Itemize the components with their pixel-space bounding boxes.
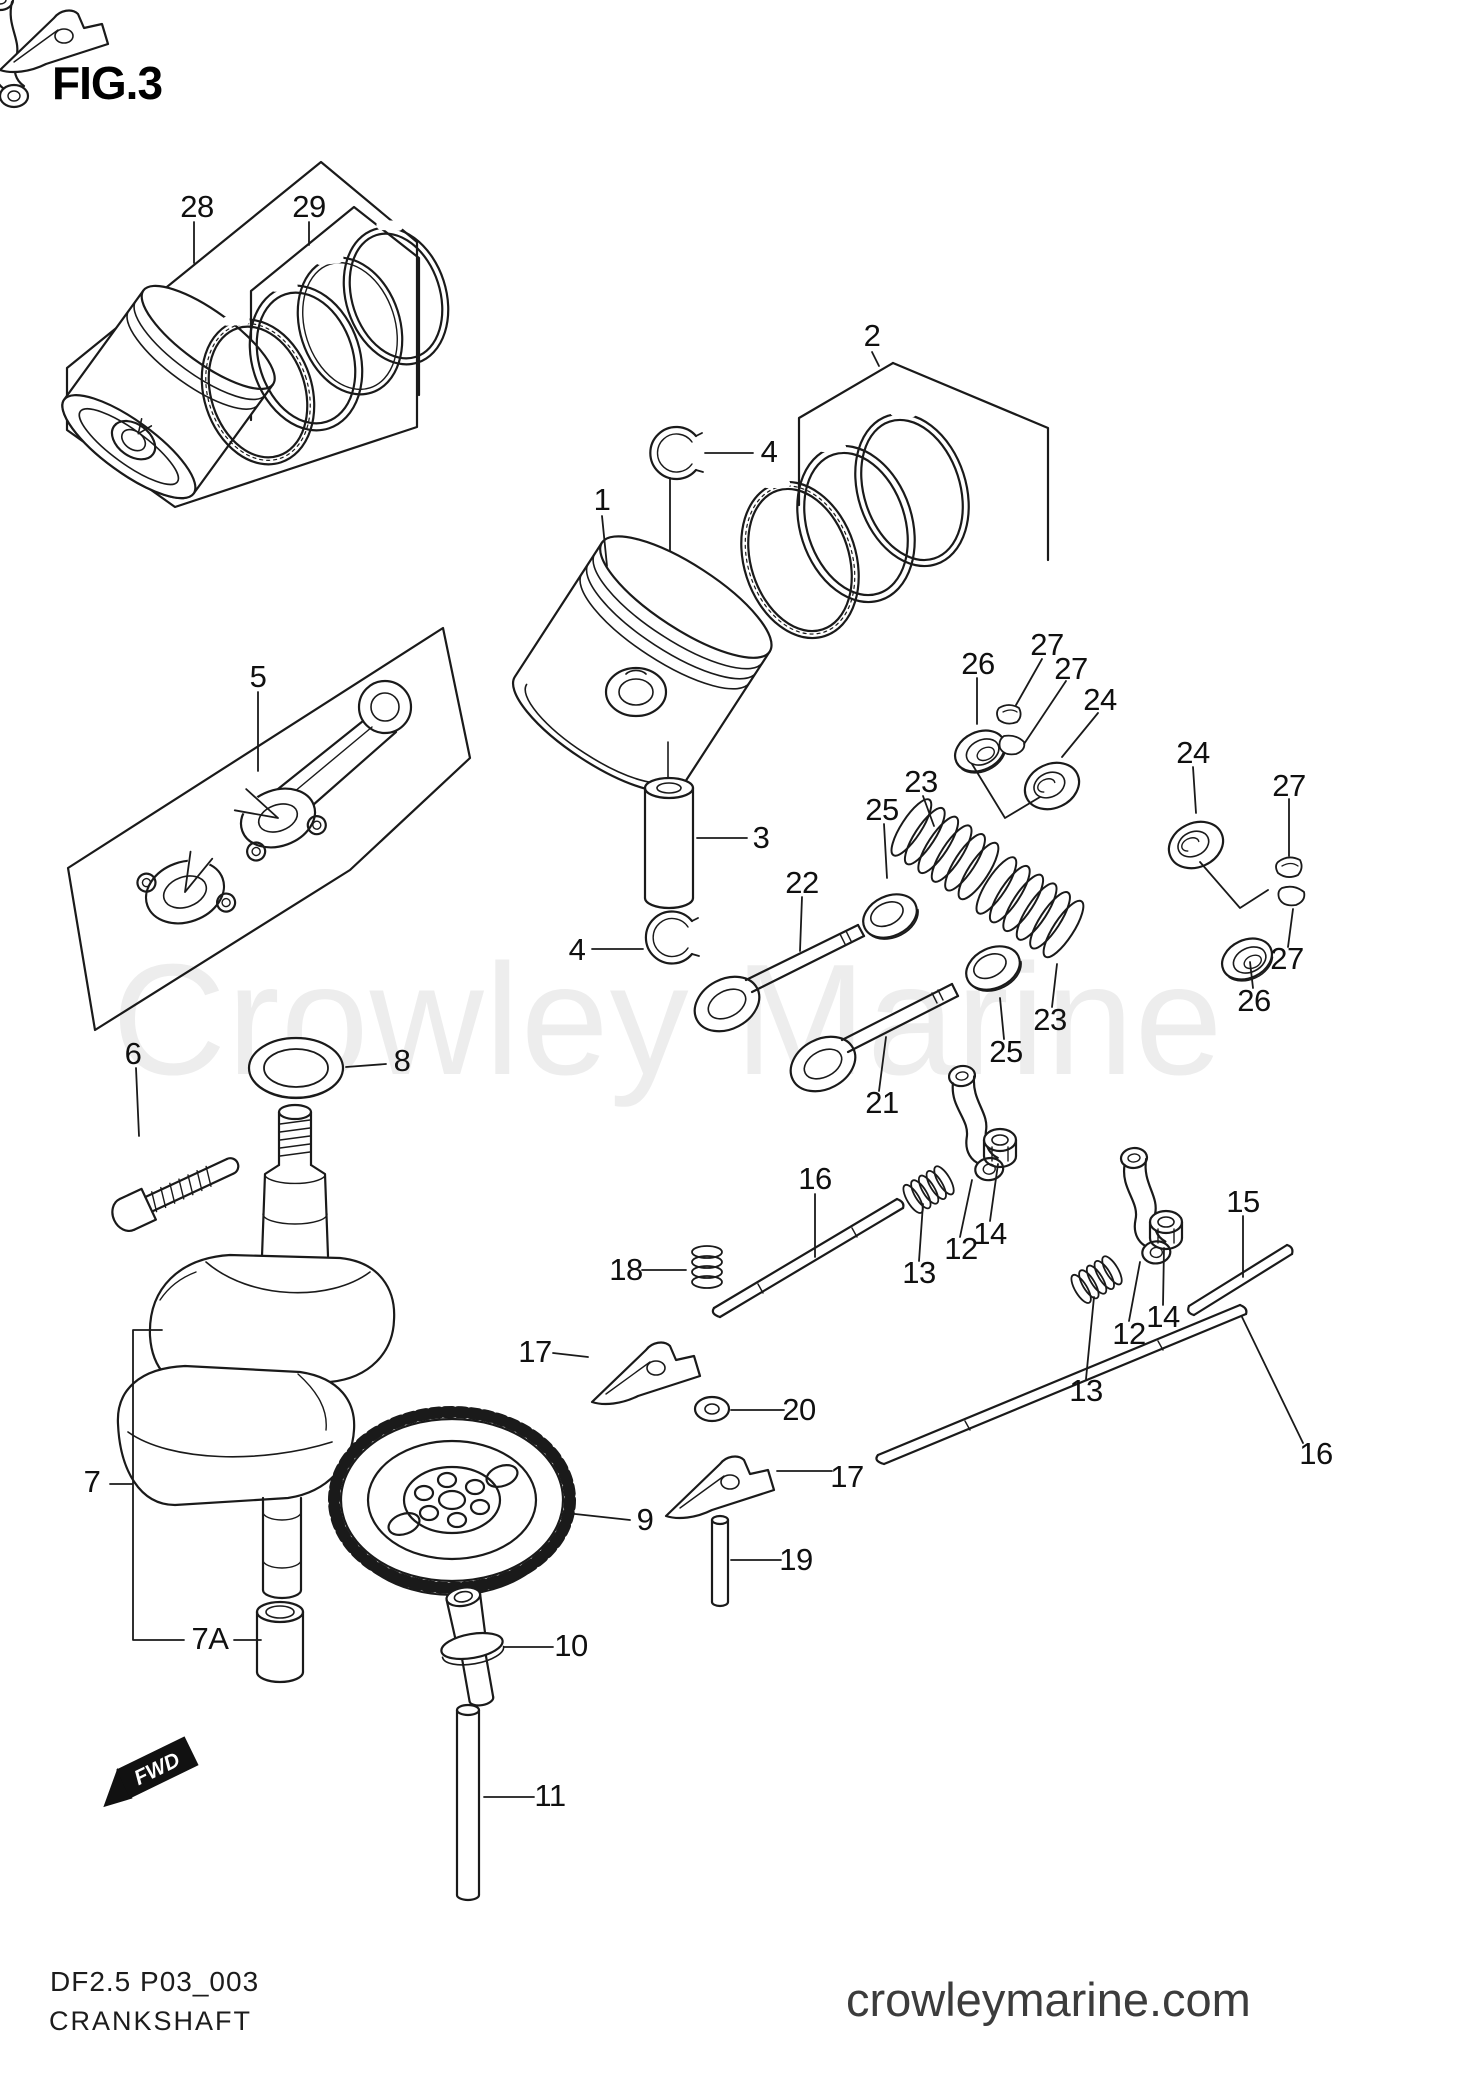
thrust-washer (247, 1036, 345, 1100)
lock-nut-b (1148, 1209, 1184, 1251)
crankshaft (116, 1103, 396, 1600)
spring-seat-a (862, 893, 919, 940)
part-callout-27-17[interactable]: 27 (1270, 941, 1304, 976)
rocker-arm-a (946, 1061, 1006, 1185)
part-callout-4-7[interactable]: 4 (568, 932, 586, 967)
site-logo: crowleymarine.com (846, 1973, 1251, 2026)
part-callout-25-9[interactable]: 25 (865, 792, 899, 827)
connecting-rod (233, 679, 413, 862)
rocker-support-b (664, 1455, 776, 1520)
fwd-arrow: FWD (103, 1736, 199, 1808)
part-callout-22-8[interactable]: 22 (785, 865, 819, 900)
piston-kit-piston (61, 284, 276, 500)
rod-bolt (111, 1157, 240, 1233)
spring-retainer-26a (954, 729, 1007, 774)
part-callout-8-23[interactable]: 8 (393, 1043, 411, 1078)
part-callout-17-36[interactable]: 17 (830, 1459, 864, 1494)
rocker-shaft (1187, 1243, 1294, 1317)
part-callout-16-33[interactable]: 16 (1299, 1436, 1333, 1471)
leader-lines (109, 221, 1304, 1798)
adjust-screw-b (1070, 1255, 1123, 1304)
intake-valve (693, 923, 866, 1033)
piston-ring-29a (296, 253, 404, 396)
valve-spring-b (975, 856, 1085, 959)
part-callout-20-35[interactable]: 20 (782, 1392, 816, 1427)
part-callout-27-12[interactable]: 27 (1030, 627, 1064, 662)
part-callout-4-3[interactable]: 4 (760, 434, 778, 469)
part-callout-19-37[interactable]: 19 (779, 1542, 813, 1577)
part-callout-27-16[interactable]: 27 (1272, 768, 1306, 803)
part-callout-26-11[interactable]: 26 (961, 646, 995, 681)
spring-seat-b (965, 945, 1022, 992)
valve-spring-a (890, 798, 1000, 901)
piston-ring-29b (342, 220, 450, 366)
part-callout-5-5[interactable]: 5 (249, 659, 267, 694)
adjust-screw-a (902, 1165, 955, 1214)
push-rod-b (875, 1303, 1248, 1466)
ring-set-2 (740, 406, 970, 640)
part-callout-12-30[interactable]: 12 (1112, 1316, 1146, 1351)
spring-retainer-24b (1167, 820, 1225, 870)
lock-nut-a (982, 1127, 1018, 1169)
part-callout-9-38[interactable]: 9 (636, 1502, 654, 1537)
piston-pin-circlip-top (649, 425, 704, 481)
push-rod-a (711, 1197, 905, 1319)
part-callout-7-40[interactable]: 7 (83, 1464, 101, 1499)
part-callout-24-15[interactable]: 24 (1176, 735, 1210, 770)
part-callout-14-31[interactable]: 14 (1146, 1299, 1180, 1334)
pump-rod (455, 1703, 481, 1902)
part-callout-25-20[interactable]: 25 (989, 1034, 1023, 1069)
washer (693, 1395, 731, 1423)
part-callout-6-22[interactable]: 6 (124, 1036, 142, 1071)
piston-pin-circlip-bottom (644, 910, 700, 965)
crankshaft-bushing-7a (255, 1600, 305, 1684)
part-callout-2-2[interactable]: 2 (863, 318, 881, 353)
figure-title: FIG.3 (52, 57, 163, 109)
part-callout-13-32[interactable]: 13 (1069, 1373, 1103, 1408)
part-callout-24-14[interactable]: 24 (1083, 682, 1117, 717)
part-callout-21-19[interactable]: 21 (865, 1085, 899, 1120)
valve-cotters-a (996, 704, 1026, 756)
part-callout-26-18[interactable]: 26 (1237, 983, 1271, 1018)
part-callout-12-27[interactable]: 12 (944, 1231, 978, 1266)
part-callout-13-26[interactable]: 13 (902, 1255, 936, 1290)
piston-pin (643, 741, 695, 910)
part-callout-23-10[interactable]: 23 (904, 764, 938, 799)
spring-retainer-24a (1023, 761, 1081, 811)
diagram-code: DF2.5 P03_003 (50, 1966, 260, 1997)
camshaft-gear (328, 1406, 576, 1596)
part-callout-11-42[interactable]: 11 (534, 1778, 566, 1813)
part-callout-16-25[interactable]: 16 (798, 1161, 832, 1196)
exhaust-valve (789, 982, 960, 1093)
part-callout-7A-41[interactable]: 7A (191, 1621, 229, 1656)
connecting-rod-kit-box-5 (66, 626, 472, 1032)
piston (512, 477, 773, 794)
dowel-pin (710, 1514, 730, 1608)
part-callout-23-21[interactable]: 23 (1033, 1002, 1067, 1037)
tappet-spring (691, 1245, 723, 1289)
part-callout-3-6[interactable]: 3 (752, 820, 770, 855)
valve-cotters-b (1275, 856, 1306, 907)
tappet (440, 1586, 505, 1707)
part-callout-18-24[interactable]: 18 (609, 1252, 643, 1287)
part-callout-28-0[interactable]: 28 (180, 189, 214, 224)
part-callout-10-39[interactable]: 10 (554, 1628, 588, 1663)
part-callout-15-29[interactable]: 15 (1226, 1184, 1260, 1219)
part-callout-1-4[interactable]: 1 (593, 482, 611, 517)
piston-ring-oil (200, 315, 316, 466)
part-callout-14-28[interactable]: 14 (973, 1216, 1007, 1251)
piston-ring-2nd (248, 281, 364, 432)
spring-retainer-26b (1221, 937, 1274, 982)
connecting-rod-cap (136, 850, 237, 925)
part-callout-27-13[interactable]: 27 (1054, 651, 1088, 686)
diagram-caption: CRANKSHAFT (49, 2006, 253, 2036)
ring-set-box-2 (797, 361, 1050, 562)
part-callout-17-34[interactable]: 17 (518, 1334, 552, 1369)
part-callout-29-1[interactable]: 29 (292, 189, 326, 224)
rocker-support-a (590, 1341, 702, 1406)
